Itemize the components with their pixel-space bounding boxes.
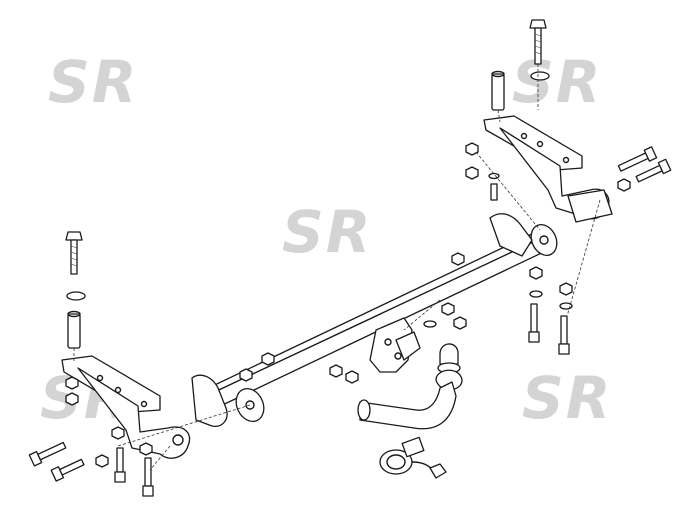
electrical-socket: [379, 436, 447, 479]
tow-ball: [435, 343, 463, 391]
left-mounting-bracket: [61, 355, 191, 459]
assembly-guide-lines: [73, 109, 601, 471]
watermark-bottom-right: SR: [522, 364, 612, 432]
watermark-center: SR: [282, 198, 372, 266]
watermark-top-right: SR: [512, 48, 602, 116]
nuts-and-washers: [65, 142, 573, 456]
main-cross-beam: [191, 213, 558, 427]
left-vertical-bolt-stack: [65, 231, 86, 349]
left-horizontal-bolts: [28, 441, 109, 482]
right-vertical-bolt-stack: [491, 19, 550, 111]
right-horizontal-bolts: [617, 146, 672, 192]
right-mounting-bracket: [483, 115, 613, 223]
watermark-top-left: SR: [48, 48, 138, 116]
lower-vertical-bolts: [114, 303, 570, 497]
hitch-mounting-plate: [369, 317, 421, 373]
tow-bar-neck: [357, 381, 457, 430]
